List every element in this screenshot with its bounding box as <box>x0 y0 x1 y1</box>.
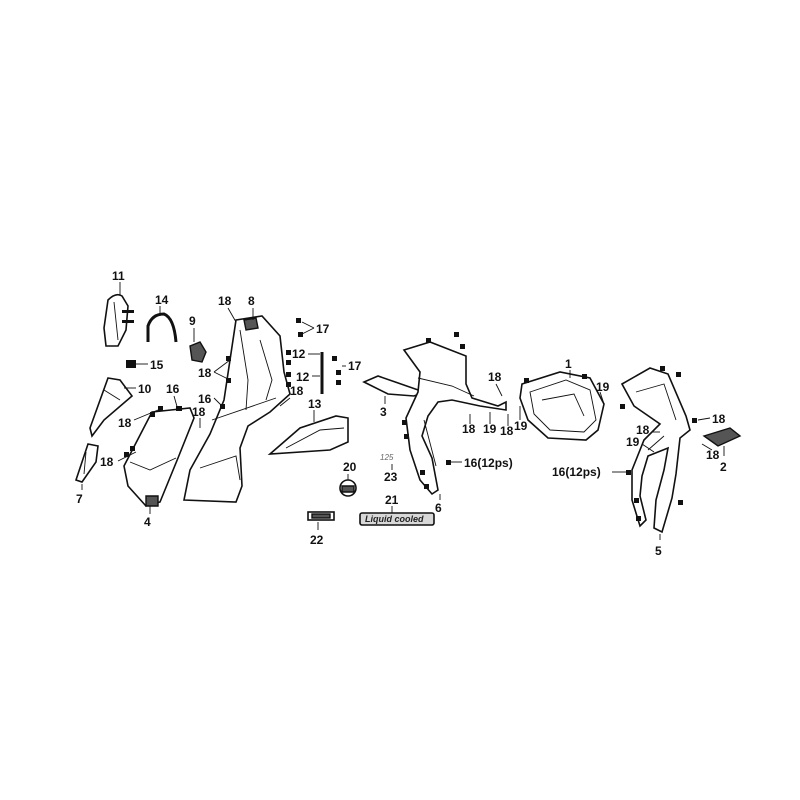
part-12-fasteners <box>286 350 324 394</box>
part-5-right-fairing <box>620 367 691 534</box>
part-20-emblem <box>339 479 357 497</box>
part-13-side-panel <box>267 415 349 455</box>
callout-6: 6 <box>435 501 442 515</box>
callout-3: 3 <box>380 405 387 419</box>
part-11-windscreen <box>103 293 134 347</box>
callout-21: 21 <box>385 493 399 507</box>
part-2-reflector <box>702 427 742 447</box>
callout-18d: 18 <box>198 366 212 380</box>
callout-1: 1 <box>565 357 572 371</box>
callout-19b: 19 <box>514 419 528 433</box>
callout-18l: 18 <box>706 448 720 462</box>
callout-18i: 18 <box>500 424 514 438</box>
callout-19d: 19 <box>626 435 640 449</box>
callout-12b: 12 <box>296 370 310 384</box>
part-15-screw <box>126 360 148 368</box>
callout-18b: 18 <box>100 455 114 469</box>
callout-18e: 18 <box>192 405 206 419</box>
part-3-fairing-trim <box>362 375 427 397</box>
callout-2: 2 <box>720 460 727 474</box>
callout-13: 13 <box>308 397 322 411</box>
part-1-headlight-housing <box>519 371 605 441</box>
part-7-panel <box>74 443 99 483</box>
decal-23-text: 125 <box>380 453 394 462</box>
callout-4: 4 <box>144 515 151 529</box>
callout-18a: 18 <box>118 416 132 430</box>
part-17-screws-right <box>332 356 341 385</box>
callout-5: 5 <box>655 544 662 558</box>
callout-18f: 18 <box>290 384 304 398</box>
callout-12a: 12 <box>292 347 306 361</box>
part-21-badge: Liquid cooled <box>359 512 435 526</box>
callout-8: 8 <box>248 294 255 308</box>
callout-18c: 18 <box>218 294 232 308</box>
callout-18j: 18 <box>636 423 650 437</box>
callout-16b: 16 <box>198 392 212 406</box>
part-front-cowl <box>183 315 291 503</box>
callout-18k: 18 <box>712 412 726 426</box>
callout-11: 11 <box>112 269 125 283</box>
callout-22: 22 <box>310 533 324 547</box>
part-9-clip <box>189 341 207 363</box>
part-14-bracket <box>146 312 178 343</box>
callout-19c: 19 <box>596 380 610 394</box>
callout-9: 9 <box>189 314 196 328</box>
callout-10: 10 <box>138 382 152 396</box>
callout-18h: 18 <box>462 422 476 436</box>
badge-liquid-cooled: Liquid cooled <box>365 514 424 524</box>
part-23-decal: 125 <box>380 453 394 462</box>
part-10-bracket <box>89 377 134 438</box>
callout-20: 20 <box>343 460 357 474</box>
part-4-inner-cover <box>123 407 195 507</box>
callout-16d: 16(12ps) <box>552 465 601 479</box>
callout-19a: 19 <box>483 422 497 436</box>
callout-14: 14 <box>155 293 169 307</box>
callout-17a: 17 <box>316 322 330 336</box>
callout-18g: 18 <box>488 370 502 384</box>
callout-17b: 17 <box>348 359 362 373</box>
callout-23: 23 <box>384 470 398 484</box>
part-17-screws-top <box>296 318 303 337</box>
part-6-side-fairing <box>402 341 507 496</box>
part-22-emblem <box>307 511 335 521</box>
callout-15: 15 <box>150 358 164 372</box>
callout-16a: 16 <box>166 382 180 396</box>
callout-7: 7 <box>76 492 83 506</box>
callout-16c: 16(12ps) <box>464 456 513 470</box>
